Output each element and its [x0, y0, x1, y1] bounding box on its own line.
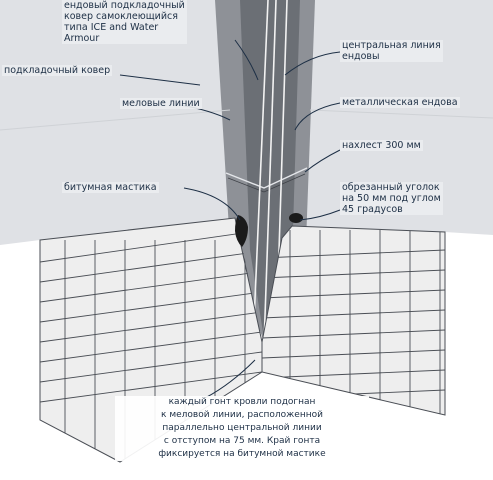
- chalk-line-left: [0, 109, 231, 131]
- label-metal-valley: металлическая ендова: [340, 97, 460, 108]
- label-cut-corner: обрезанный уголок на 50 мм под углом 45 …: [340, 182, 443, 215]
- label-underlay-valley: ендовый подкладочный ковер самоклеющийся…: [62, 0, 187, 44]
- leader-cut-corner: [299, 209, 341, 221]
- leader-underlay-valley: [234, 39, 259, 81]
- mastic-left: [235, 215, 248, 247]
- chalk-line-right: [309, 109, 493, 119]
- leader-bitumen-mastic: [183, 187, 241, 221]
- label-chalk-lines: меловые линии: [120, 98, 202, 109]
- label-shingle-note: каждый гонт кровли подогнан к меловой ли…: [115, 396, 369, 461]
- label-bitumen-mastic: битумная мастика: [62, 182, 159, 193]
- valley-centerline-mid: [263, 0, 277, 346]
- leader-underlay-carpet: [119, 74, 201, 86]
- label-underlay-carpet: подкладочный ковер: [2, 65, 113, 76]
- leader-shingle-note: [204, 359, 256, 399]
- label-overlap: нахлест 300 мм: [340, 140, 423, 151]
- overlap-seam: [225, 167, 308, 189]
- label-centerline: центральная линия ендовы: [340, 40, 443, 62]
- mastic-right: [289, 213, 303, 223]
- leader-metal-valley: [294, 102, 341, 131]
- right-shingle-field: [261, 225, 446, 416]
- leader-overlap: [304, 149, 341, 173]
- valley-centerline-left: [252, 0, 269, 346]
- leader-centerline: [284, 51, 341, 76]
